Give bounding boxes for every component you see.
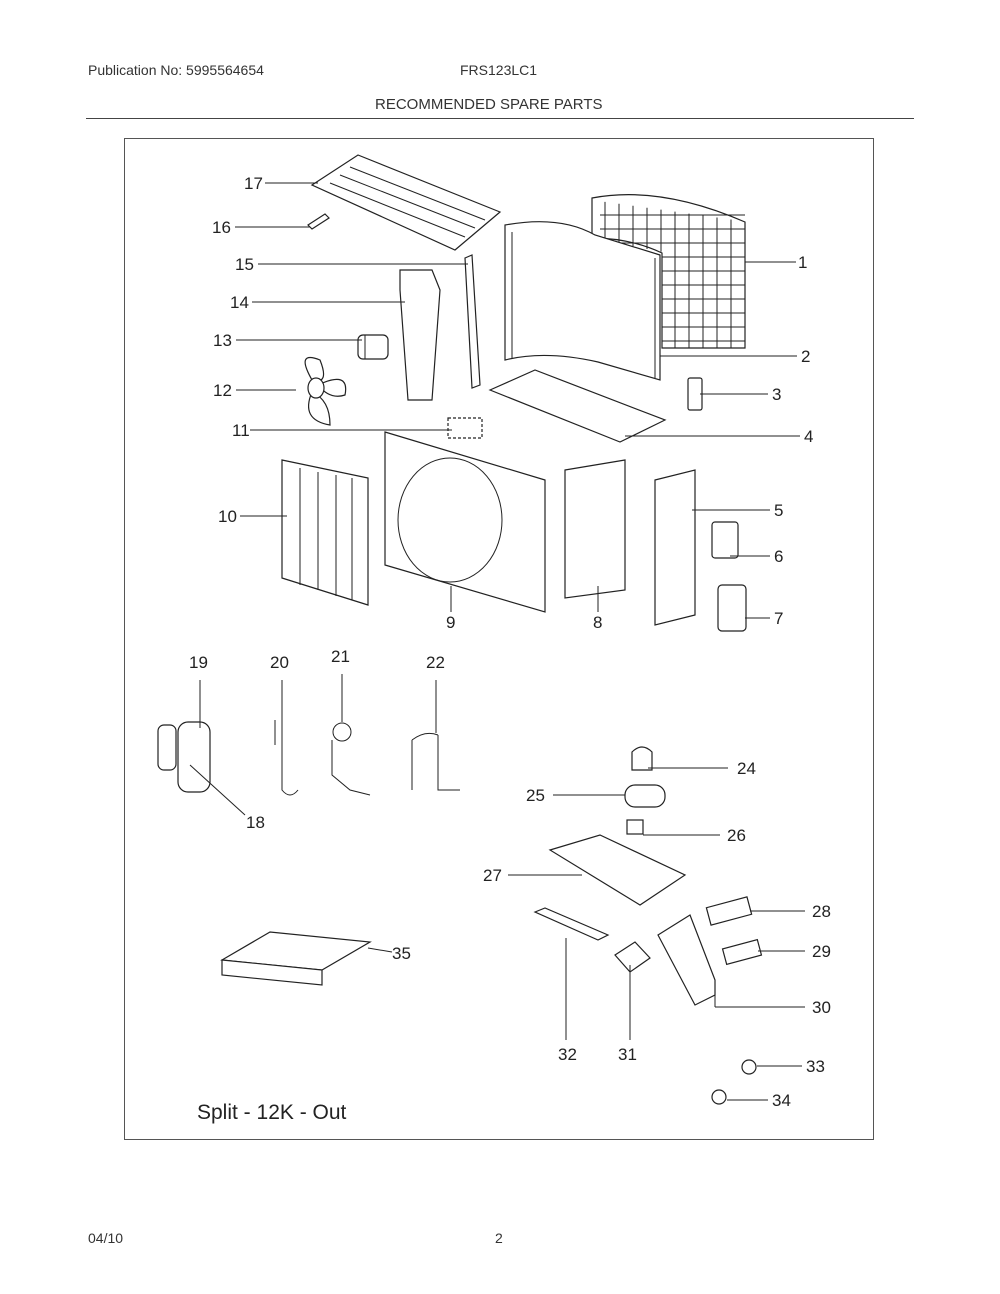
callout-24: 24 xyxy=(737,759,756,778)
callout-9: 9 xyxy=(446,613,455,632)
callout-30: 30 xyxy=(812,998,831,1017)
part-partition xyxy=(564,459,626,599)
part-pipe-22 xyxy=(411,732,460,791)
part-condenser-coil xyxy=(504,221,661,381)
callout-17: 17 xyxy=(244,174,263,193)
callout-33: 33 xyxy=(806,1057,825,1076)
callout-19: 19 xyxy=(189,653,208,672)
part-front-panel xyxy=(384,431,546,613)
callout-20: 20 xyxy=(270,653,289,672)
part-31 xyxy=(614,941,651,973)
diagram-caption: Split - 12K - Out xyxy=(197,1101,347,1124)
callout-29: 29 xyxy=(812,942,831,961)
leader-lines xyxy=(189,182,805,1101)
callout-3: 3 xyxy=(772,385,781,404)
callout-28: 28 xyxy=(812,902,831,921)
part-motor-bracket xyxy=(399,269,441,401)
part-top-cover xyxy=(310,154,502,251)
callout-25: 25 xyxy=(526,786,545,805)
part-clamp xyxy=(631,746,653,771)
part-support-post xyxy=(464,254,481,389)
part-front-grille xyxy=(281,459,369,606)
callout-8: 8 xyxy=(593,613,602,632)
part-clip xyxy=(307,213,330,230)
callout-16: 16 xyxy=(212,218,231,237)
publication-number: Publication No: 5995564654 xyxy=(88,62,264,78)
footer-date: 04/10 xyxy=(88,1230,124,1246)
part-fan-blade xyxy=(304,356,347,426)
part-nut-33 xyxy=(741,1059,757,1075)
callout-10: 10 xyxy=(218,507,237,526)
part-foam-pad-side xyxy=(221,959,323,986)
callout-34: 34 xyxy=(772,1091,791,1110)
callout-27: 27 xyxy=(483,866,502,885)
part-fan-motor xyxy=(357,334,389,360)
model-number: FRS123LC1 xyxy=(460,62,538,78)
part-pipe-21 xyxy=(331,722,371,796)
part-3 xyxy=(687,377,703,411)
part-nut-34 xyxy=(711,1089,727,1105)
callout-26: 26 xyxy=(727,826,746,845)
part-capacitor xyxy=(624,784,666,808)
callout-22: 22 xyxy=(426,653,445,672)
callout-18: 18 xyxy=(246,813,265,832)
part-32 xyxy=(533,907,610,941)
callout-15: 15 xyxy=(235,255,254,274)
callout-numbers: 17 16 15 14 13 12 11 10 9 8 1 2 3 4 5 6 … xyxy=(189,174,831,1110)
part-relay xyxy=(626,819,644,835)
part-small-clip xyxy=(447,417,483,439)
part-pipe-20 xyxy=(274,720,299,796)
callout-4: 4 xyxy=(804,427,813,446)
callout-2: 2 xyxy=(801,347,810,366)
callout-12: 12 xyxy=(213,381,232,400)
part-6 xyxy=(711,521,739,559)
callout-32: 32 xyxy=(558,1045,577,1064)
part-compressor xyxy=(157,721,211,793)
callout-21: 21 xyxy=(331,647,350,666)
part-30 xyxy=(657,914,716,1006)
callout-13: 13 xyxy=(213,331,232,350)
part-rear-grille xyxy=(591,194,746,349)
callout-6: 6 xyxy=(774,547,783,566)
part-29 xyxy=(721,938,763,966)
part-side-panel xyxy=(654,469,696,626)
part-terminal-block xyxy=(705,896,753,926)
header-rule xyxy=(86,118,914,119)
part-base-pan xyxy=(488,369,667,443)
callout-14: 14 xyxy=(230,293,249,312)
callout-35: 35 xyxy=(392,944,411,963)
page-number: 2 xyxy=(495,1230,503,1246)
callout-11: 11 xyxy=(232,421,250,440)
callout-1: 1 xyxy=(798,253,807,272)
callout-7: 7 xyxy=(774,609,783,628)
diagram-frame xyxy=(124,138,874,1140)
page-title: RECOMMENDED SPARE PARTS xyxy=(375,96,603,113)
callout-31: 31 xyxy=(618,1045,637,1064)
part-electric-box xyxy=(548,834,687,906)
part-terminal-cover xyxy=(717,584,747,632)
callout-5: 5 xyxy=(774,501,783,520)
